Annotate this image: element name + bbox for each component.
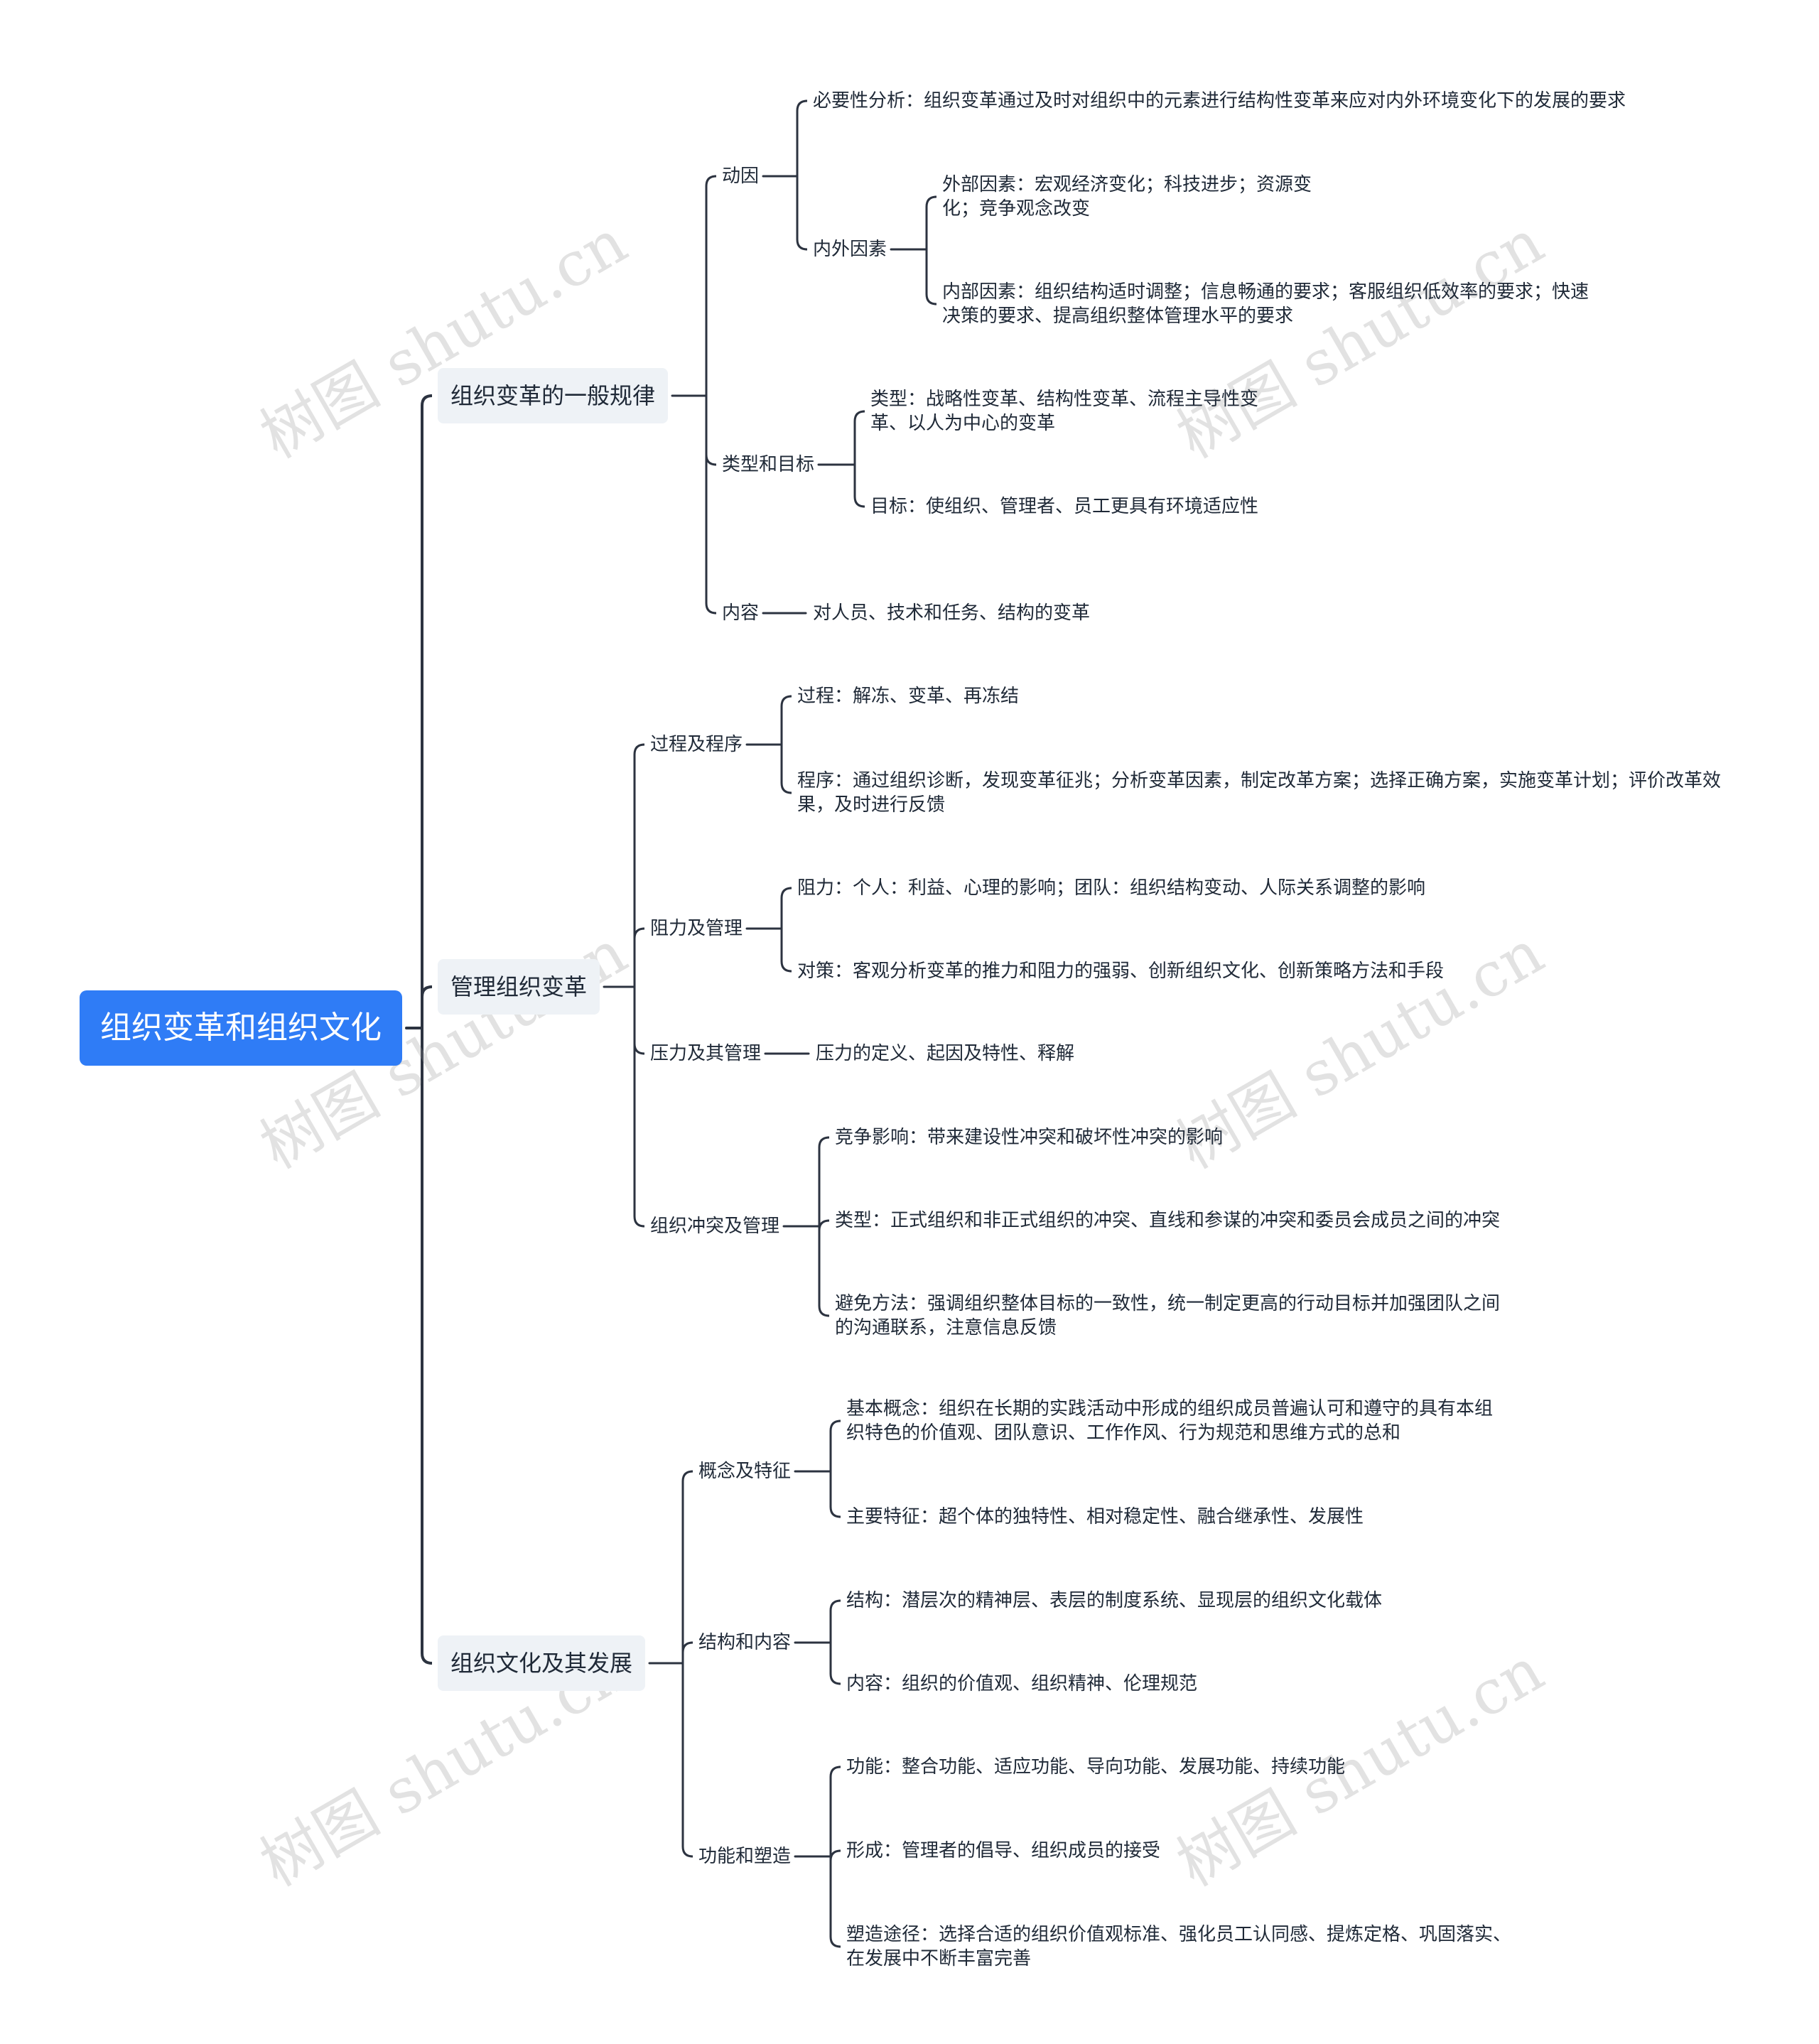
connector [681, 1470, 693, 1665]
connector [633, 985, 645, 1055]
connector [818, 1136, 830, 1228]
leaf-main-features[interactable]: 主要特征：超个体的独特性、相对稳定性、融合继承性、发展性 [846, 1506, 1364, 1527]
leaf-avoidance-methods[interactable]: 避免方法：强调组织整体目标的一致性，统一制定更高的行动目标并加强团队之间的沟通联… [835, 1293, 1501, 1339]
connector [633, 985, 645, 1228]
connector [829, 1641, 841, 1685]
leaf-competition-impact[interactable]: 竞争影响：带来建设性冲突和破坏性冲突的影响 [835, 1127, 1224, 1148]
subtopic-content[interactable]: 内容 [722, 602, 760, 624]
leaf-procedure[interactable]: 程序：通过组织诊断，发现变革征兆；分析变革因素，制定改革方案；选择正确方案，实施… [797, 770, 1722, 816]
connector [780, 887, 792, 930]
connector [829, 1599, 841, 1644]
leaf-culture-content[interactable]: 内容：组织的价值观、组织精神、伦理规范 [846, 1673, 1198, 1694]
connector [705, 175, 717, 397]
subtopic-structure-content[interactable]: 结构和内容 [698, 1632, 792, 1653]
connector [421, 985, 433, 1029]
connector [421, 394, 433, 1029]
connector [780, 695, 792, 746]
leaf-resistance[interactable]: 阻力：个人：利益、心理的影响；团队：组织结构变动、人际关系调整的影响 [797, 877, 1426, 899]
branch-topic-manage-change[interactable]: 管理组织变革 [438, 959, 600, 1015]
connector [796, 175, 808, 251]
leaf-functions[interactable]: 功能：整合功能、适应功能、导向功能、发展功能、持续功能 [846, 1756, 1346, 1778]
connector [829, 1420, 841, 1473]
connector [829, 1470, 841, 1518]
leaf-conflict-types[interactable]: 类型：正式组织和非正式组织的冲突、直线和参谋的冲突和委员会成员之间的冲突 [835, 1210, 1501, 1231]
connector [829, 1849, 841, 1861]
subtopic-function-shaping[interactable]: 功能和塑造 [698, 1846, 792, 1867]
connector [925, 248, 937, 305]
leaf-culture-structure[interactable]: 结构：潜层次的精神层、表层的制度系统、显现层的组织文化载体 [846, 1590, 1383, 1611]
connector [421, 1027, 433, 1665]
leaf-change-types[interactable]: 类型：战略性变革、结构性变革、流程主导性变革、以人为中心的变革 [870, 389, 1259, 434]
connector [796, 99, 808, 178]
leaf-process[interactable]: 过程：解冻、变革、再冻结 [797, 686, 1020, 707]
connector [705, 394, 717, 615]
subtopic-motivation[interactable]: 动因 [722, 166, 760, 187]
connector [633, 927, 645, 988]
subtopic-internal-external-factors[interactable]: 内外因素 [813, 239, 887, 260]
branch-topic-change-laws[interactable]: 组织变革的一般规律 [438, 368, 669, 423]
connector [853, 463, 865, 508]
connector [681, 1662, 693, 1858]
leaf-pressure[interactable]: 压力的定义、起因及特性、释解 [816, 1043, 1075, 1064]
leaf-internal-factors[interactable]: 内部因素：组织结构适时调整；信息畅通的要求；客服组织低效率的要求；快速决策的要求… [942, 281, 1589, 327]
leaf-basic-concept[interactable]: 基本概念：组织在长期的实践活动中形成的组织成员普遍认可和遵守的具有本组织特色的价… [846, 1398, 1494, 1444]
connector [818, 1225, 830, 1317]
connector [925, 195, 937, 251]
connector [829, 1765, 841, 1858]
subtopic-pressure-management[interactable]: 压力及其管理 [650, 1043, 762, 1064]
leaf-change-content[interactable]: 对人员、技术和任务、结构的变革 [813, 602, 1091, 624]
leaf-formation[interactable]: 形成：管理者的倡导、组织成员的接受 [846, 1840, 1161, 1861]
leaf-shaping-paths[interactable]: 塑造途径：选择合适的组织价值观标准、强化员工认同感、提炼定格、巩固落实、在发展中… [846, 1924, 1512, 1969]
branch-topic-org-culture[interactable]: 组织文化及其发展 [438, 1635, 646, 1691]
subtopic-types-goals[interactable]: 类型和目标 [722, 454, 815, 475]
leaf-countermeasure[interactable]: 对策：客观分析变革的推力和阻力的强弱、创新组织文化、创新策略方法和手段 [797, 961, 1445, 982]
subtopic-resistance-management[interactable]: 阻力及管理 [650, 918, 743, 939]
subtopic-conflict-management[interactable]: 组织冲突及管理 [650, 1216, 780, 1237]
connector [780, 743, 792, 794]
connector [780, 927, 792, 973]
leaf-change-goal[interactable]: 目标：使组织、管理者、员工更具有环境适应性 [870, 496, 1259, 517]
connector [633, 743, 645, 988]
subtopic-process-procedure[interactable]: 过程及程序 [650, 734, 743, 755]
connector [829, 1855, 841, 1948]
connector [818, 1219, 830, 1231]
leaf-necessity-analysis[interactable]: 必要性分析：组织变革通过及时对组织中的元素进行结构性变革来应对内外环境变化下的发… [813, 90, 1626, 112]
root-topic[interactable]: 组织变革和组织文化 [80, 990, 402, 1066]
connector [681, 1641, 693, 1665]
subtopic-concept-features[interactable]: 概念及特征 [698, 1461, 792, 1482]
connector [853, 410, 865, 466]
connector [705, 394, 717, 466]
leaf-external-factors[interactable]: 外部因素：宏观经济变化；科技进步；资源变化；竞争观念改变 [942, 174, 1312, 220]
